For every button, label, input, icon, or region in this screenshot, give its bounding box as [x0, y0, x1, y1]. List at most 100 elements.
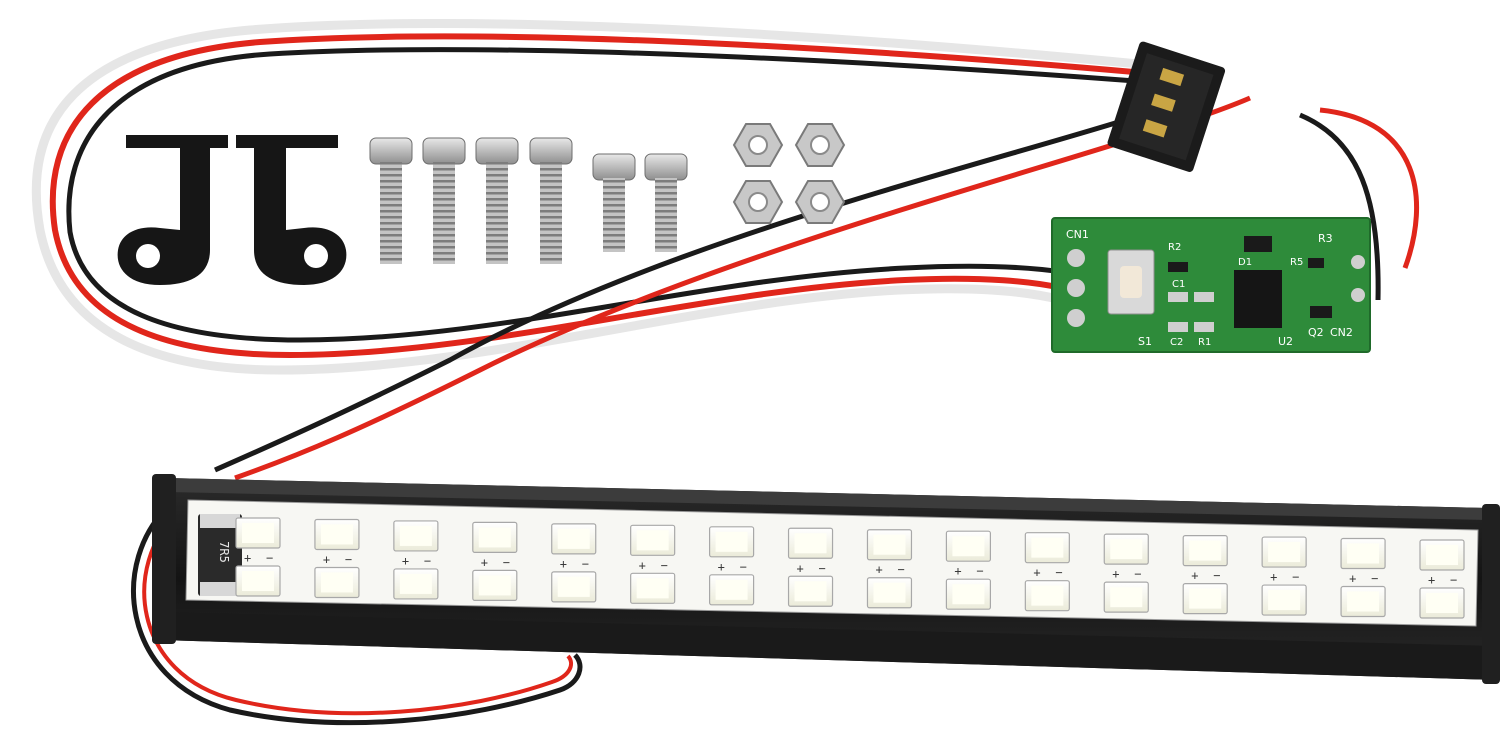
led-light-bar: 7R5 +−+−+−+−+−+−+−+−+−+−+−+−+−+−+−+− — [152, 474, 1500, 684]
led-polarity-plus: + — [1270, 570, 1277, 584]
led-emitter — [1268, 590, 1301, 611]
led-polarity-minus: − — [1134, 567, 1141, 581]
led-polarity-plus: + — [639, 558, 646, 572]
bracket-right — [236, 135, 347, 285]
pcb-label-r1: R1 — [1198, 337, 1211, 348]
screws — [369, 137, 688, 264]
screw-long-1 — [369, 137, 413, 264]
nut-3 — [732, 180, 784, 224]
led-emitter — [873, 534, 906, 555]
led-polarity-plus: + — [718, 560, 725, 574]
led-array: +−+−+−+−+−+−+−+−+−+−+−+−+−+−+−+− — [235, 517, 1465, 619]
led-polarity-minus: − — [976, 564, 983, 578]
led-polarity-minus: − — [345, 552, 352, 566]
led-polarity-minus: − — [1450, 573, 1457, 587]
screw-long-3 — [475, 137, 519, 264]
led-emitter — [715, 579, 748, 600]
pcb-label-q2: Q2 — [1308, 326, 1324, 339]
end-cap-left — [152, 474, 176, 644]
bracket-left — [117, 135, 228, 285]
screw-long-4 — [529, 137, 573, 264]
pcb-label-r2: R2 — [1168, 242, 1181, 253]
led-emitter — [952, 584, 985, 605]
led-emitter — [1110, 587, 1143, 608]
led-emitter — [242, 523, 274, 543]
led-emitter — [636, 530, 669, 551]
ic-chip — [1234, 270, 1282, 328]
led-emitter — [1347, 543, 1380, 564]
led-emitter — [794, 533, 827, 554]
screw-long-2 — [422, 137, 466, 264]
nut-4 — [794, 180, 846, 224]
led-polarity-minus: − — [740, 560, 747, 574]
led-polarity-minus: − — [819, 561, 826, 575]
led-emitter — [478, 575, 511, 596]
red-wire-tail — [142, 510, 573, 716]
red-wire-board-right — [1319, 107, 1420, 269]
led-emitter — [1268, 542, 1301, 563]
led-polarity-plus: + — [481, 555, 488, 569]
led-polarity-plus: + — [323, 552, 330, 566]
led-emitter — [1189, 540, 1222, 561]
pcb-label-cn1: CN1 — [1066, 228, 1089, 241]
led-emitter — [242, 571, 274, 591]
resistor-marking: 7R5 — [217, 541, 231, 563]
pcb-label-u2: U2 — [1278, 335, 1293, 348]
led-polarity-plus: + — [244, 551, 251, 565]
led-polarity-plus: + — [954, 564, 961, 578]
pcb-label-c2: C2 — [1170, 337, 1183, 348]
led-polarity-plus: + — [1033, 566, 1040, 580]
black-wire-to-bar — [213, 87, 1212, 473]
pcb-label-s1: S1 — [1138, 335, 1152, 348]
led-emitter — [1031, 537, 1064, 558]
screw-short-1 — [592, 153, 636, 252]
led-polarity-minus: − — [661, 558, 668, 572]
led-emitter — [1426, 545, 1458, 565]
led-polarity-plus: + — [402, 554, 409, 568]
led-emitter — [873, 582, 906, 603]
led-polarity-minus: − — [266, 551, 273, 565]
black-wire-board-right — [1299, 112, 1381, 301]
mounting-brackets — [117, 135, 347, 285]
pcb-label-cn2: CN2 — [1330, 326, 1353, 339]
led-emitter — [1031, 585, 1064, 606]
led-polarity-minus: − — [1055, 566, 1062, 580]
nut-1 — [732, 123, 784, 167]
led-polarity-plus: + — [797, 561, 804, 575]
led-polarity-plus: + — [560, 557, 567, 571]
screw-short-2 — [644, 153, 688, 252]
black-wire-tail — [131, 503, 583, 726]
led-polarity-plus: + — [875, 563, 882, 577]
end-cap-right — [1482, 504, 1500, 684]
led-polarity-minus: − — [1371, 572, 1378, 586]
servo-connector — [1107, 41, 1226, 172]
controller-board: CN1 R2 C1 D1 R3 R5 S1 C2 R1 U2 Q2 CN2 — [1051, 217, 1371, 353]
led-polarity-minus: − — [503, 555, 510, 569]
led-polarity-plus: + — [1428, 573, 1435, 587]
white-wire-loop — [31, 19, 1205, 375]
led-emitter — [557, 528, 590, 549]
led-emitter — [1110, 539, 1143, 560]
led-emitter — [1426, 593, 1458, 613]
led-emitter — [794, 581, 827, 602]
pcb-label-c1: C1 — [1172, 279, 1185, 290]
led-emitter — [715, 531, 748, 552]
led-polarity-minus: − — [1292, 570, 1299, 584]
led-polarity-plus: + — [1349, 572, 1356, 586]
black-wire-loop — [66, 47, 1203, 343]
led-emitter — [952, 536, 985, 557]
led-emitter — [478, 527, 511, 548]
pcb-label-d1: D1 — [1238, 257, 1252, 268]
pcb-label-r3: R3 — [1318, 232, 1333, 245]
pcb-label-r5: R5 — [1290, 257, 1303, 268]
led-emitter — [320, 524, 353, 545]
led-emitter — [399, 525, 432, 546]
bar-resistor: 7R5 — [198, 514, 242, 596]
led-emitter — [1189, 588, 1222, 609]
led-emitter — [557, 576, 590, 597]
led-polarity-minus: − — [582, 557, 589, 571]
led-polarity-minus: − — [1213, 569, 1220, 583]
led-polarity-plus: + — [1112, 567, 1119, 581]
led-emitter — [1347, 591, 1380, 612]
